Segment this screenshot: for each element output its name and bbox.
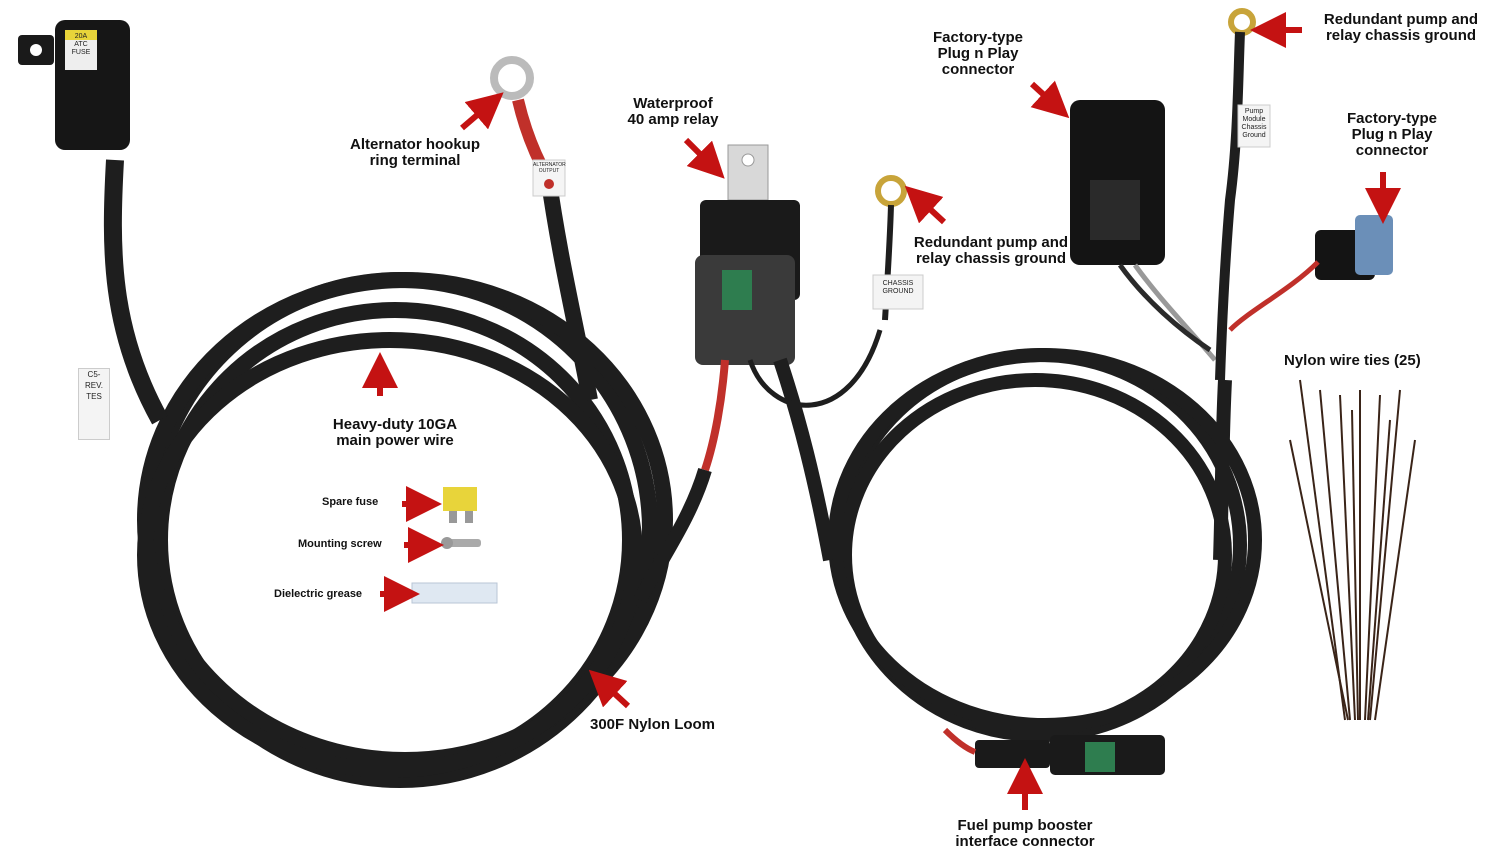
dielectric-grease-image [411, 582, 498, 604]
mounting-screw-image [441, 537, 481, 549]
label-wire-ties: Nylon wire ties (25) [1284, 352, 1421, 369]
chassis-ground-tag: CHASSIS GROUND [882, 280, 914, 295]
label-spare-fuse: Spare fuse [322, 496, 379, 508]
spare-fuse-image [443, 487, 477, 523]
plug-connector-top [1070, 100, 1165, 265]
label-loom: 300F Nylon Loom [590, 716, 716, 733]
label-plug-right: Factory-type Plug n Play connector [1346, 110, 1438, 159]
label-dielectric-grease: Dielectric grease [274, 588, 363, 600]
alternator-ring-terminal [490, 56, 534, 100]
chassis-ground-terminal-mid [875, 175, 907, 207]
wire-ties-bundle [1289, 379, 1416, 721]
part-number-tag: C5- REV. TES [78, 368, 110, 440]
module-ground-tag: Pump Module Chassis Ground [1241, 108, 1267, 139]
relay-lead [633, 467, 712, 604]
label-main-wire: Heavy-duty 10GA main power wire [332, 416, 458, 449]
alternator-output-tag: ALTERNATOR OUTPUT [533, 162, 566, 174]
fuse-holder [18, 20, 130, 150]
pointer-arrows [362, 12, 1401, 810]
label-relay: Waterproof 40 amp relay [627, 95, 719, 128]
left-loom-coil [137, 272, 673, 788]
fuse-lead [103, 159, 168, 425]
alternator-lead [540, 173, 598, 402]
label-booster: Fuel pump booster interface connector [955, 817, 1095, 850]
chassis-ground-terminal-top [1228, 8, 1256, 36]
label-ground-mid: Redundant pump and relay chassis ground [913, 234, 1069, 267]
fuse-holder-tag: 20A ATC FUSE [71, 33, 91, 56]
relay [695, 144, 800, 365]
booster-connector [975, 735, 1165, 775]
plug-connector-right [1315, 215, 1393, 280]
right-loom-coil [828, 348, 1262, 742]
label-alternator-hookup: Alternator hookup ring terminal [350, 136, 480, 169]
label-mounting-screw: Mounting screw [298, 538, 382, 550]
label-ground-top: Redundant pump and relay chassis ground [1323, 11, 1479, 44]
label-plug-top: Factory-type Plug n Play connector [932, 29, 1024, 78]
relay-red-wire [701, 359, 729, 472]
